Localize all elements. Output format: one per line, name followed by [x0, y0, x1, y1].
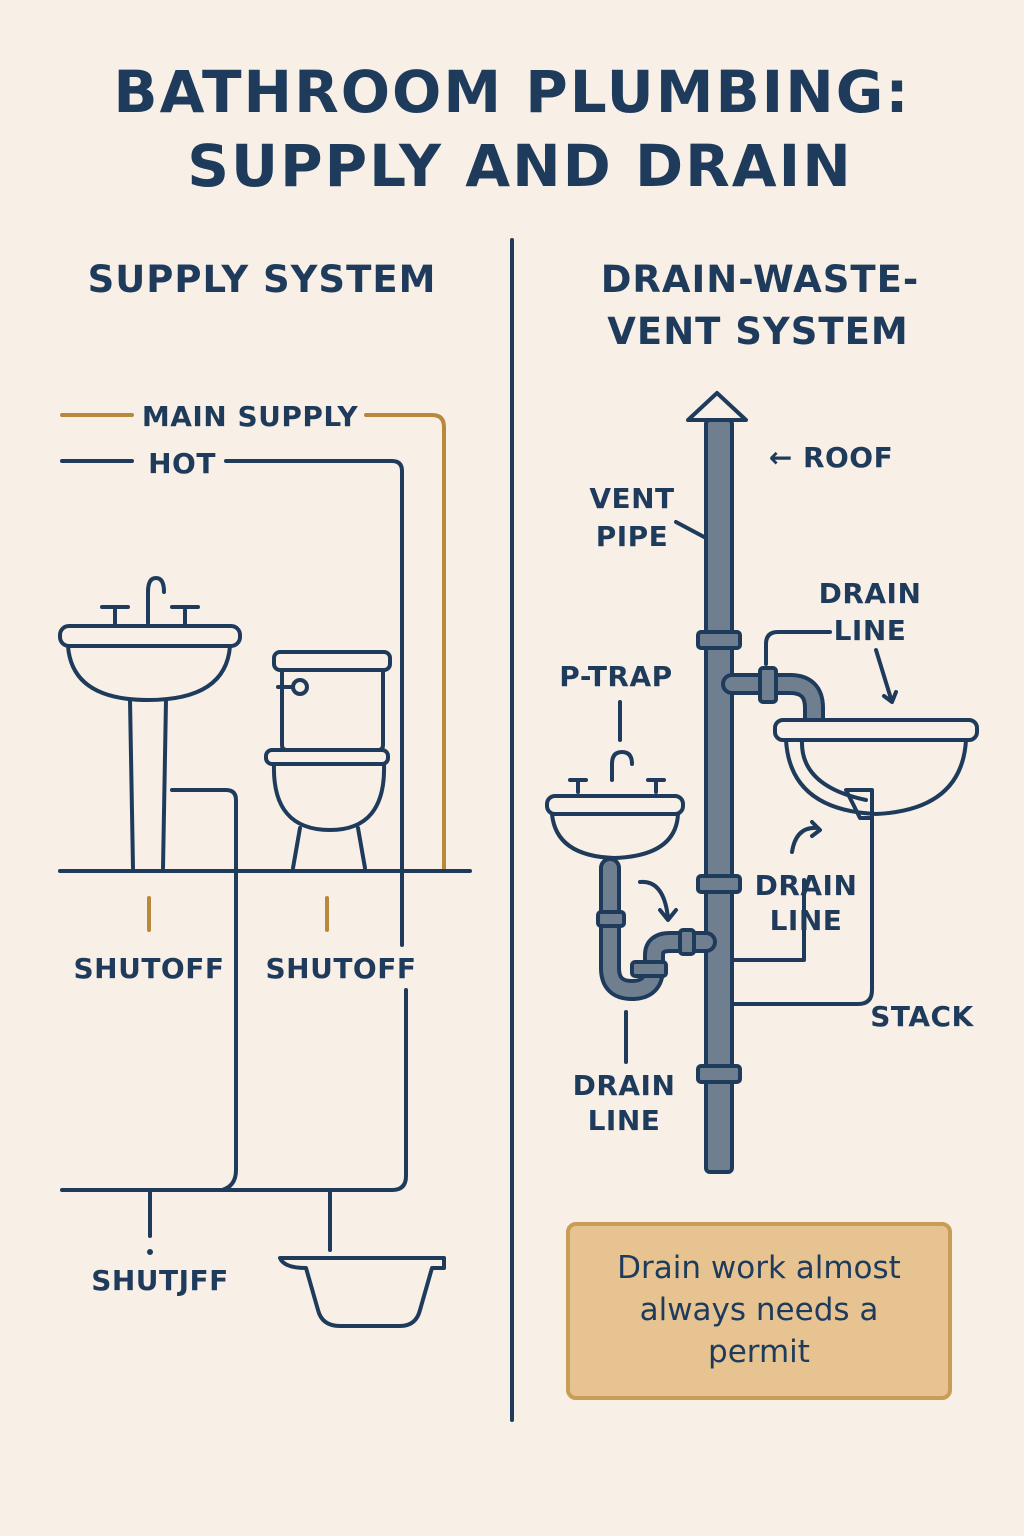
ptrap-coupling: [596, 910, 626, 928]
drain-line-mid-label-line-2: LINE: [770, 904, 843, 937]
ptrap-coupling: [630, 960, 668, 978]
drain-line-top-label-line-2: LINE: [834, 614, 907, 647]
hot-label: HOT: [148, 447, 216, 480]
drain-line-top-arrow-icon: [874, 648, 898, 704]
dwv-heading-line-1: DRAIN-WASTE-: [601, 258, 920, 301]
bathtub: [278, 1256, 446, 1328]
stack-coupling: [696, 874, 742, 894]
ptrap-label: P-TRAP: [559, 660, 672, 693]
sink-supply-line: [170, 788, 238, 1192]
drain-line-bottom-label-line-2: LINE: [588, 1104, 661, 1137]
stack-label: STACK: [870, 1000, 974, 1033]
ptrap-coupling: [678, 928, 696, 956]
main-supply-label: MAIN SUPPLY: [142, 400, 359, 433]
toilet-flush-handle-icon: [291, 678, 309, 696]
sink-handles-icon: [100, 605, 200, 626]
drain-line-bottom-label-line-1: DRAIN: [573, 1069, 676, 1102]
permit-note-box: Drain work almost always needs a permit: [566, 1222, 952, 1400]
stack-coupling: [696, 630, 742, 650]
upper-drain-coupling: [758, 666, 778, 704]
ptrap-flow-arrow-icon: [638, 879, 678, 922]
sink-faucet-icon: [146, 576, 166, 625]
mid-drain-line: [730, 878, 806, 962]
main-supply-line: [60, 413, 446, 870]
roof-label: ← ROOF: [769, 441, 894, 474]
shutoff-toilet-label: SHUTOFF: [266, 952, 417, 985]
vent-pipe-label-line-1: VENT: [589, 482, 674, 515]
title-line-1: BATHROOM PLUMBING:: [113, 58, 910, 126]
shutoff-sink-label: SHUTOFF: [74, 952, 225, 985]
vent-pipe-label-line-2: PIPE: [596, 520, 669, 553]
vertical-stack: [704, 418, 734, 1174]
stack-connection-line: [730, 816, 874, 1006]
toilet: [264, 650, 392, 870]
left-sink-faucet-icon: [610, 750, 634, 782]
hot-line: [60, 459, 404, 947]
mid-drain-arrow-icon: [790, 820, 822, 854]
drain-line-top-label-line-1: DRAIN: [819, 577, 922, 610]
drain-line-top-leader: [764, 630, 832, 666]
vent-cap-icon: [686, 391, 748, 422]
permit-note-text: Drain work almost always needs a permit: [617, 1250, 901, 1370]
lower-supply-line: [60, 988, 408, 1192]
dwv-heading-line-2: VENT SYSTEM: [607, 310, 908, 353]
pedestal-sink: [58, 576, 242, 870]
drain-line-mid-label-line-1: DRAIN: [755, 869, 858, 902]
supply-system-heading: SUPPLY SYSTEM: [88, 258, 437, 301]
stack-coupling: [696, 1064, 742, 1084]
vent-pipe-leader: [674, 520, 708, 540]
tub-shutoff-marker: [147, 1249, 153, 1255]
wall-sink-left: [545, 750, 685, 860]
title-line-2: SUPPLY AND DRAIN: [187, 132, 853, 200]
wall-sink-right: [773, 718, 979, 820]
shutoff-tub-label: SHUTJFF: [91, 1264, 229, 1297]
